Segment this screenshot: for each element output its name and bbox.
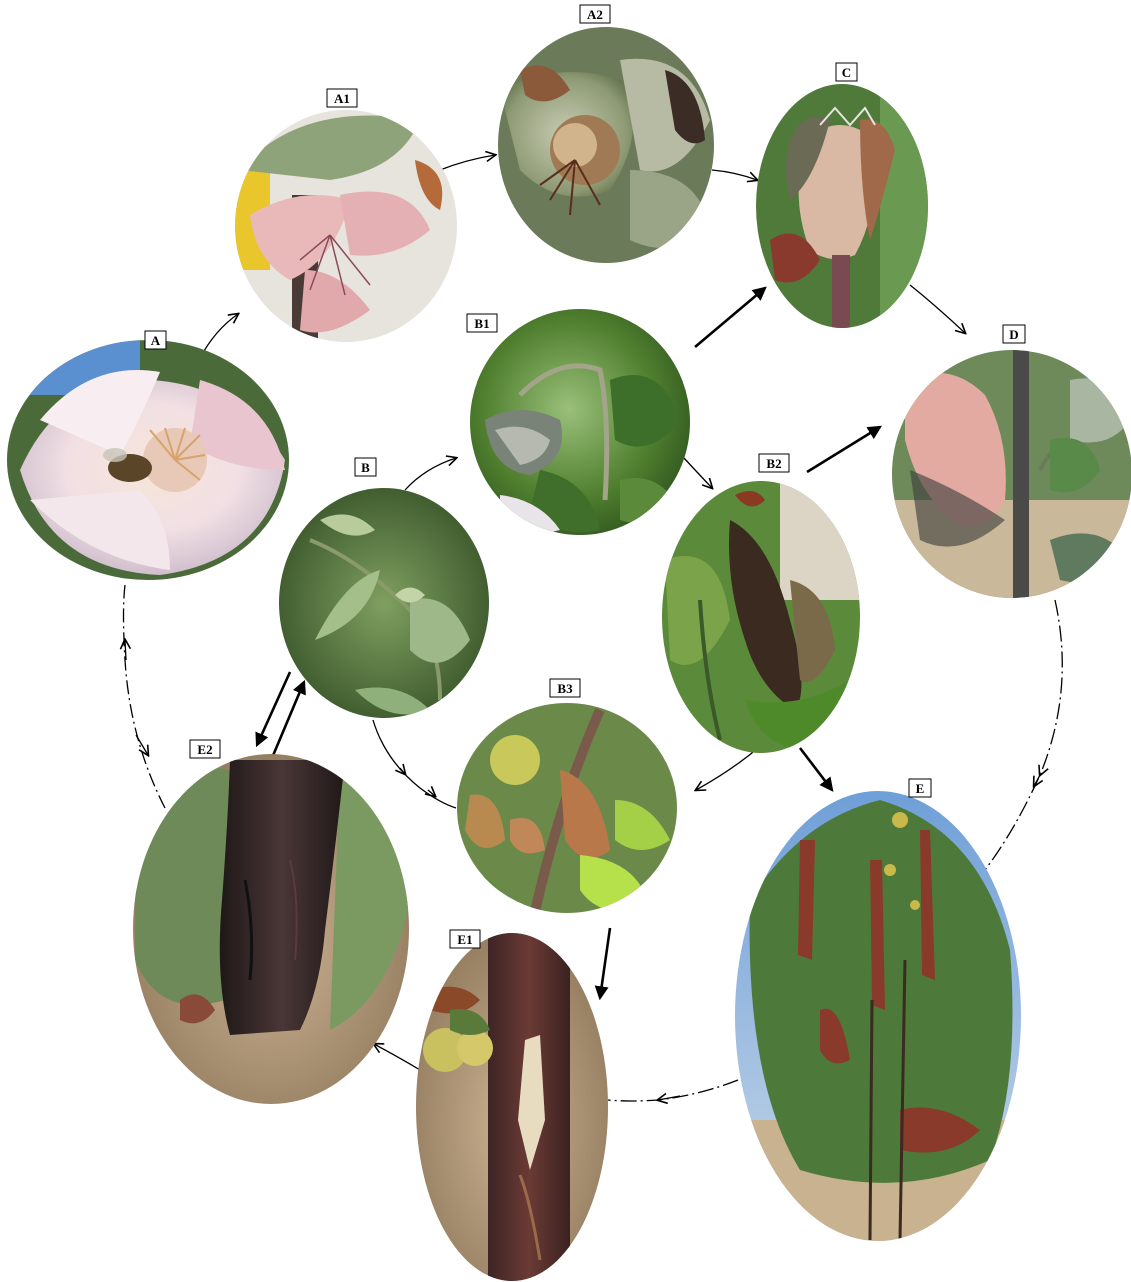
label-box-B: B: [355, 458, 376, 476]
label-B: B: [361, 460, 370, 475]
blighted-blossom-icon: [495, 25, 715, 265]
node-A1: [230, 108, 460, 348]
edge-B-to-B1: [405, 458, 456, 490]
label-E1: E1: [457, 932, 472, 947]
label-box-D: D: [1003, 325, 1025, 343]
infected-flower-icon: [230, 108, 460, 348]
cankered-trunk-icon: [414, 930, 610, 1282]
blackened-leaf-icon: [660, 480, 864, 755]
label-C: C: [842, 65, 851, 80]
flower-icon: [0, 335, 295, 585]
edge-E-to-E1-head: [658, 1096, 680, 1100]
label-box-E1: E1: [450, 930, 480, 948]
label-box-A1: A1: [327, 89, 357, 107]
node-E2: [133, 754, 410, 1104]
label-E2: E2: [197, 742, 212, 757]
edge-E2-A-dashed: [124, 585, 166, 808]
label-A: A: [151, 333, 161, 348]
young-shoot-icon: [278, 488, 490, 720]
label-box-B2: B2: [759, 454, 789, 472]
edge-D-to-E: [985, 600, 1062, 870]
dark-trunk-base-icon: [133, 754, 410, 1104]
edge-B-to-B3-head-1: [400, 768, 405, 774]
edge-A2-to-C: [712, 170, 757, 180]
node-B: [278, 488, 490, 720]
label-box-B3: B3: [550, 679, 580, 697]
edge-A1-to-A2: [440, 155, 495, 170]
label-D: D: [1009, 327, 1018, 342]
label-B1: B1: [474, 316, 489, 331]
label-box-E: E: [909, 779, 931, 797]
node-C: [754, 82, 930, 335]
edge-B2-to-B3: [696, 748, 758, 790]
edge-B2-to-E: [800, 748, 832, 790]
label-box-A2: A2: [580, 5, 610, 23]
label-box-E2: E2: [190, 740, 220, 758]
label-box-C: C: [836, 63, 857, 81]
edge-B1-to-B2: [684, 458, 712, 488]
finger-on-twig-icon: [890, 348, 1131, 600]
edge-B1-to-C: [695, 288, 765, 347]
label-A1: A1: [334, 91, 350, 106]
label-A2: A2: [587, 7, 603, 22]
edge-B3-to-E1: [600, 928, 610, 998]
label-box-B1: B1: [467, 314, 497, 332]
label-B2: B2: [766, 456, 781, 471]
edge-E2-to-B: [272, 682, 304, 758]
node-E1: [414, 930, 610, 1282]
dead-leaves-branch-icon: [455, 702, 680, 914]
node-A: [0, 335, 295, 585]
label-E: E: [916, 781, 925, 796]
node-B2: [660, 480, 864, 755]
edge-B-to-E2: [257, 672, 290, 745]
edge-B-to-B3: [373, 720, 456, 808]
node-B1: [468, 306, 692, 536]
label-box-A: A: [145, 331, 166, 349]
edge-E1-to-E2: [374, 1044, 420, 1070]
mummified-fruitlet-icon: [754, 82, 930, 335]
wilted-shoot-icon: [468, 306, 692, 536]
edge-D-to-E-head: [1034, 775, 1040, 786]
label-B3: B3: [557, 681, 573, 696]
tree-with-blight-icon: [735, 790, 1025, 1245]
edge-C-to-D: [910, 285, 965, 333]
node-D: [890, 348, 1131, 600]
edge-B2-to-D: [807, 427, 880, 472]
node-E: [735, 790, 1025, 1245]
node-B3: [455, 702, 680, 914]
node-A2: [495, 25, 715, 265]
